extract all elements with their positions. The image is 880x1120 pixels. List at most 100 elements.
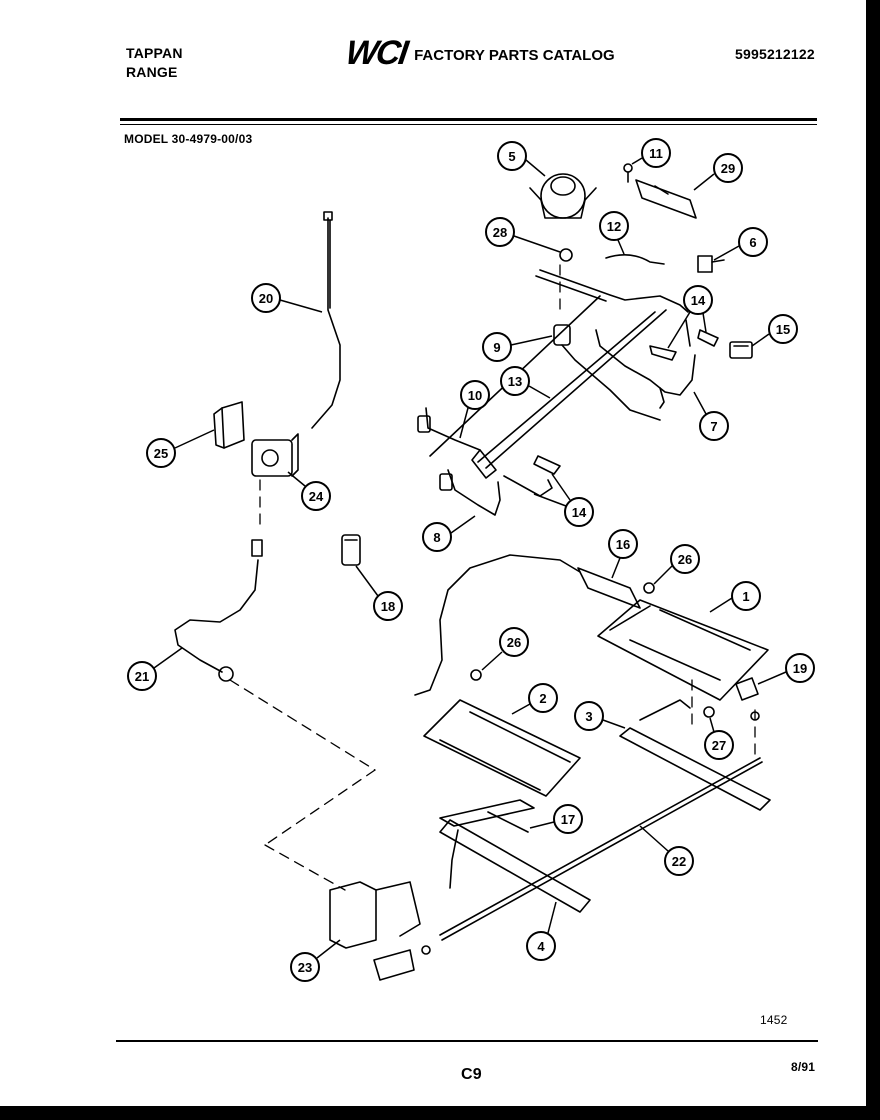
svg-text:13: 13: [508, 374, 522, 389]
callout-8: 8: [422, 515, 476, 552]
model-number: MODEL 30-4979-00/03: [124, 132, 253, 146]
part-21-tube: [174, 539, 263, 682]
callout-6: 6: [713, 227, 768, 261]
callout-26-upper: 26: [653, 544, 700, 585]
part-14-orifice-lower: [503, 455, 561, 497]
part-13-manifold: [429, 269, 689, 479]
callout-5: 5: [497, 141, 546, 177]
callout-24: 24: [287, 471, 331, 511]
svg-text:18: 18: [381, 599, 395, 614]
callout-25: 25: [146, 429, 215, 468]
part-22-rod: [439, 757, 761, 936]
svg-text:12: 12: [607, 219, 621, 234]
callout-27: 27: [704, 717, 734, 760]
svg-text:10: 10: [468, 388, 482, 403]
svg-text:11: 11: [649, 146, 663, 161]
part-26-washer-lower: [470, 669, 482, 681]
callout-18: 18: [355, 565, 403, 621]
svg-text:6: 6: [749, 235, 756, 250]
diagram-code: 1452: [760, 1013, 788, 1027]
publication-date: 8/91: [791, 1060, 816, 1074]
callout-29: 29: [693, 153, 743, 191]
part-6-clip: [697, 255, 725, 273]
page-edge-bottom: [0, 1106, 880, 1120]
callout-11: 11: [631, 138, 671, 168]
part-12-wire: [605, 254, 665, 265]
header-rule-thick: [120, 118, 817, 121]
callout-2: 2: [511, 683, 558, 715]
svg-text:22: 22: [672, 854, 686, 869]
footer-rule: [116, 1040, 818, 1042]
svg-text:9: 9: [493, 340, 500, 355]
part-19-valve: [735, 677, 760, 721]
svg-text:27: 27: [712, 738, 726, 753]
callout-26-lower: 26: [481, 627, 529, 671]
callout-12: 12: [599, 211, 629, 255]
callout-14-lower: 14: [533, 473, 594, 527]
callout-23: 23: [290, 939, 341, 982]
callout-1: 1: [709, 581, 761, 613]
svg-text:21: 21: [135, 669, 149, 684]
part-25-bracket: [213, 401, 245, 449]
part-4-burner-tube: [439, 819, 591, 913]
callout-3: 3: [574, 701, 626, 731]
callout-4: 4: [526, 901, 557, 961]
part-3-burner-tube: [619, 699, 771, 811]
part-29-bracket: [635, 179, 697, 219]
product-type: RANGE: [126, 64, 178, 80]
part-9-valve: [553, 324, 661, 421]
callout-10: 10: [459, 380, 490, 439]
svg-text:24: 24: [309, 489, 324, 504]
part-15-spark-switch: [729, 341, 753, 359]
callout-20: 20: [251, 283, 323, 313]
svg-text:19: 19: [793, 661, 807, 676]
part-1-burner: [597, 599, 769, 701]
svg-text:8: 8: [433, 530, 440, 545]
part-27-washer: [703, 706, 715, 718]
svg-text:5: 5: [508, 149, 515, 164]
svg-text:15: 15: [776, 322, 790, 337]
svg-text:17: 17: [561, 812, 575, 827]
catalog-title: FACTORY PARTS CATALOG: [414, 47, 615, 64]
callout-7: 7: [693, 391, 729, 441]
callout-14-upper: 14: [667, 285, 713, 349]
callout-28: 28: [485, 217, 561, 253]
svg-text:14: 14: [572, 505, 587, 520]
part-18-clip: [341, 534, 361, 566]
callout-19: 19: [757, 653, 815, 685]
svg-text:28: 28: [493, 225, 507, 240]
svg-text:29: 29: [721, 161, 735, 176]
callout-16: 16: [608, 529, 638, 579]
part-23-valve: [329, 881, 431, 981]
page-edge-right: [866, 0, 880, 1120]
svg-text:23: 23: [298, 960, 312, 975]
catalog-number: 5995212122: [735, 46, 815, 62]
header-rule-thin: [120, 124, 817, 125]
svg-text:16: 16: [616, 537, 630, 552]
part-17-bracket: [439, 799, 535, 833]
callout-22: 22: [639, 825, 694, 876]
svg-text:2: 2: [539, 691, 546, 706]
part-2-burner: [423, 699, 581, 797]
brand-block: TAPPAN RANGE: [126, 44, 183, 82]
callout-13: 13: [500, 366, 551, 399]
svg-text:26: 26: [507, 635, 521, 650]
callout-17: 17: [529, 804, 583, 834]
callout-21: 21: [127, 647, 183, 691]
part-26-washer-upper: [643, 582, 655, 594]
svg-text:26: 26: [678, 552, 692, 567]
callout-9: 9: [482, 332, 553, 362]
svg-text:20: 20: [259, 291, 273, 306]
svg-text:14: 14: [691, 293, 706, 308]
part-11-screw: [623, 163, 633, 183]
page-number: C9: [461, 1066, 482, 1083]
part-7-tube: [595, 329, 696, 409]
part-24-thermostat: [251, 433, 299, 477]
part-8-tube: [439, 469, 501, 516]
part-5-burner-head: [529, 173, 597, 219]
part-16-ignitor: [414, 554, 641, 696]
part-14-orifice-upper: [649, 319, 719, 361]
callout-15: 15: [751, 314, 798, 347]
catalog-header: WCI FACTORY PARTS CATALOG: [343, 34, 615, 73]
